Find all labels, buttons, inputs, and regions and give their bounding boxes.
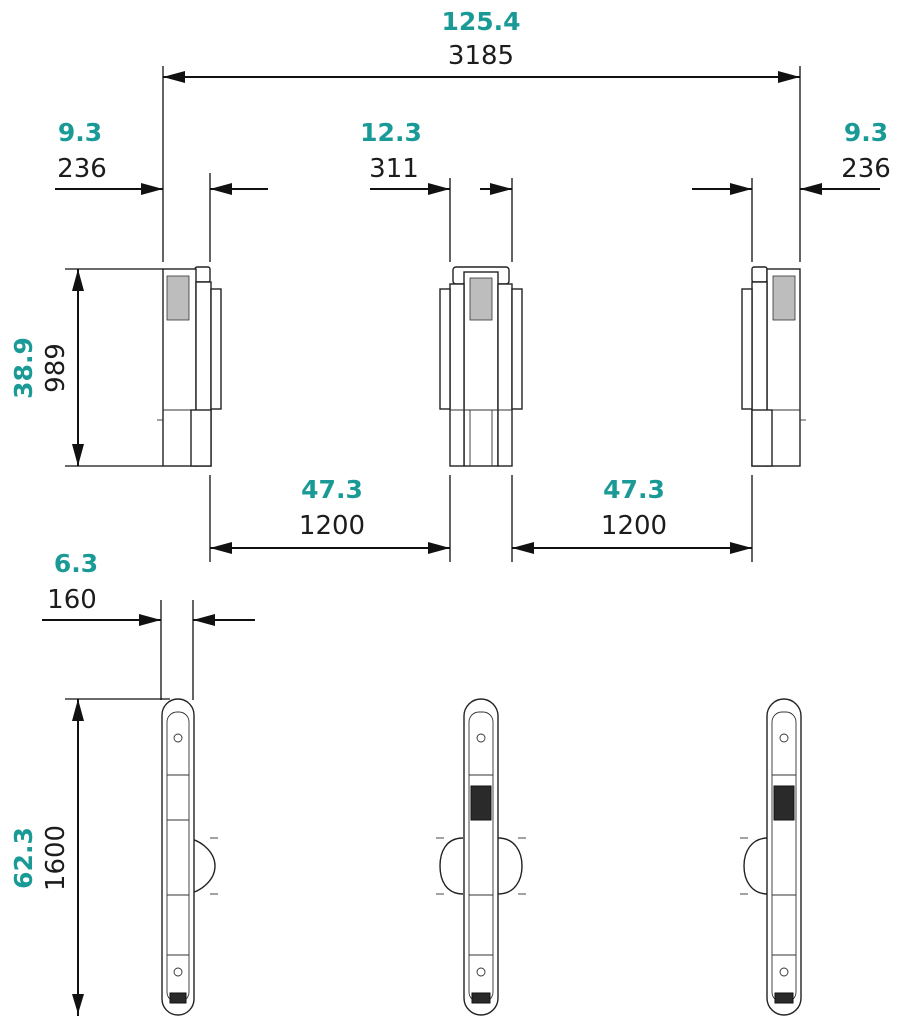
top-view-center-unit	[436, 698, 526, 1016]
top-length-inch: 62.3	[9, 827, 38, 889]
overall-width-inch: 125.4	[441, 7, 520, 36]
arrow-head	[800, 183, 822, 195]
dimension-lines	[42, 66, 880, 1016]
arrow-head	[210, 183, 232, 195]
right-offset-mm: 236	[841, 154, 891, 184]
arrow-head	[210, 542, 232, 554]
right-offset-inch: 9.3	[844, 118, 888, 147]
height-mm: 989	[41, 343, 71, 393]
top-depth-mm: 160	[47, 585, 97, 615]
arrow-head	[193, 614, 215, 626]
side-view-right-unit	[741, 266, 806, 467]
overall-width-mm: 3185	[448, 41, 514, 71]
center-width-inch: 12.3	[360, 118, 422, 147]
arrow-head	[778, 71, 800, 83]
arrow-head	[490, 183, 512, 195]
arrow-head	[72, 444, 84, 466]
spacing-right-mm: 1200	[601, 511, 667, 541]
arrow-head	[72, 269, 84, 291]
left-offset-inch: 9.3	[58, 118, 102, 147]
spacing-right-inch: 47.3	[603, 475, 665, 504]
arrow-head	[72, 699, 84, 721]
side-view-center-unit	[439, 266, 523, 467]
arrow-head	[428, 542, 450, 554]
top-length-mm: 1600	[41, 825, 71, 891]
top-depth-inch: 6.3	[54, 549, 98, 578]
arrow-head	[163, 71, 185, 83]
left-offset-mm: 236	[57, 154, 107, 184]
arrow-head	[141, 183, 163, 195]
spacing-left-mm: 1200	[299, 511, 365, 541]
arrow-head	[428, 183, 450, 195]
top-view-right-unit	[740, 698, 802, 1016]
center-width-mm: 311	[369, 154, 419, 184]
arrow-head	[512, 542, 534, 554]
spacing-left-inch: 47.3	[301, 475, 363, 504]
arrow-head	[72, 994, 84, 1014]
arrow-head	[139, 614, 161, 626]
height-inch: 38.9	[9, 337, 38, 399]
dimension-labels: 125.4 3185 9.3 236 12.3 311 9.3 236 38.9…	[9, 7, 891, 891]
top-view-left-unit	[161, 698, 218, 1016]
side-view-left-unit	[157, 266, 222, 467]
arrow-head	[730, 183, 752, 195]
arrow-head	[730, 542, 752, 554]
